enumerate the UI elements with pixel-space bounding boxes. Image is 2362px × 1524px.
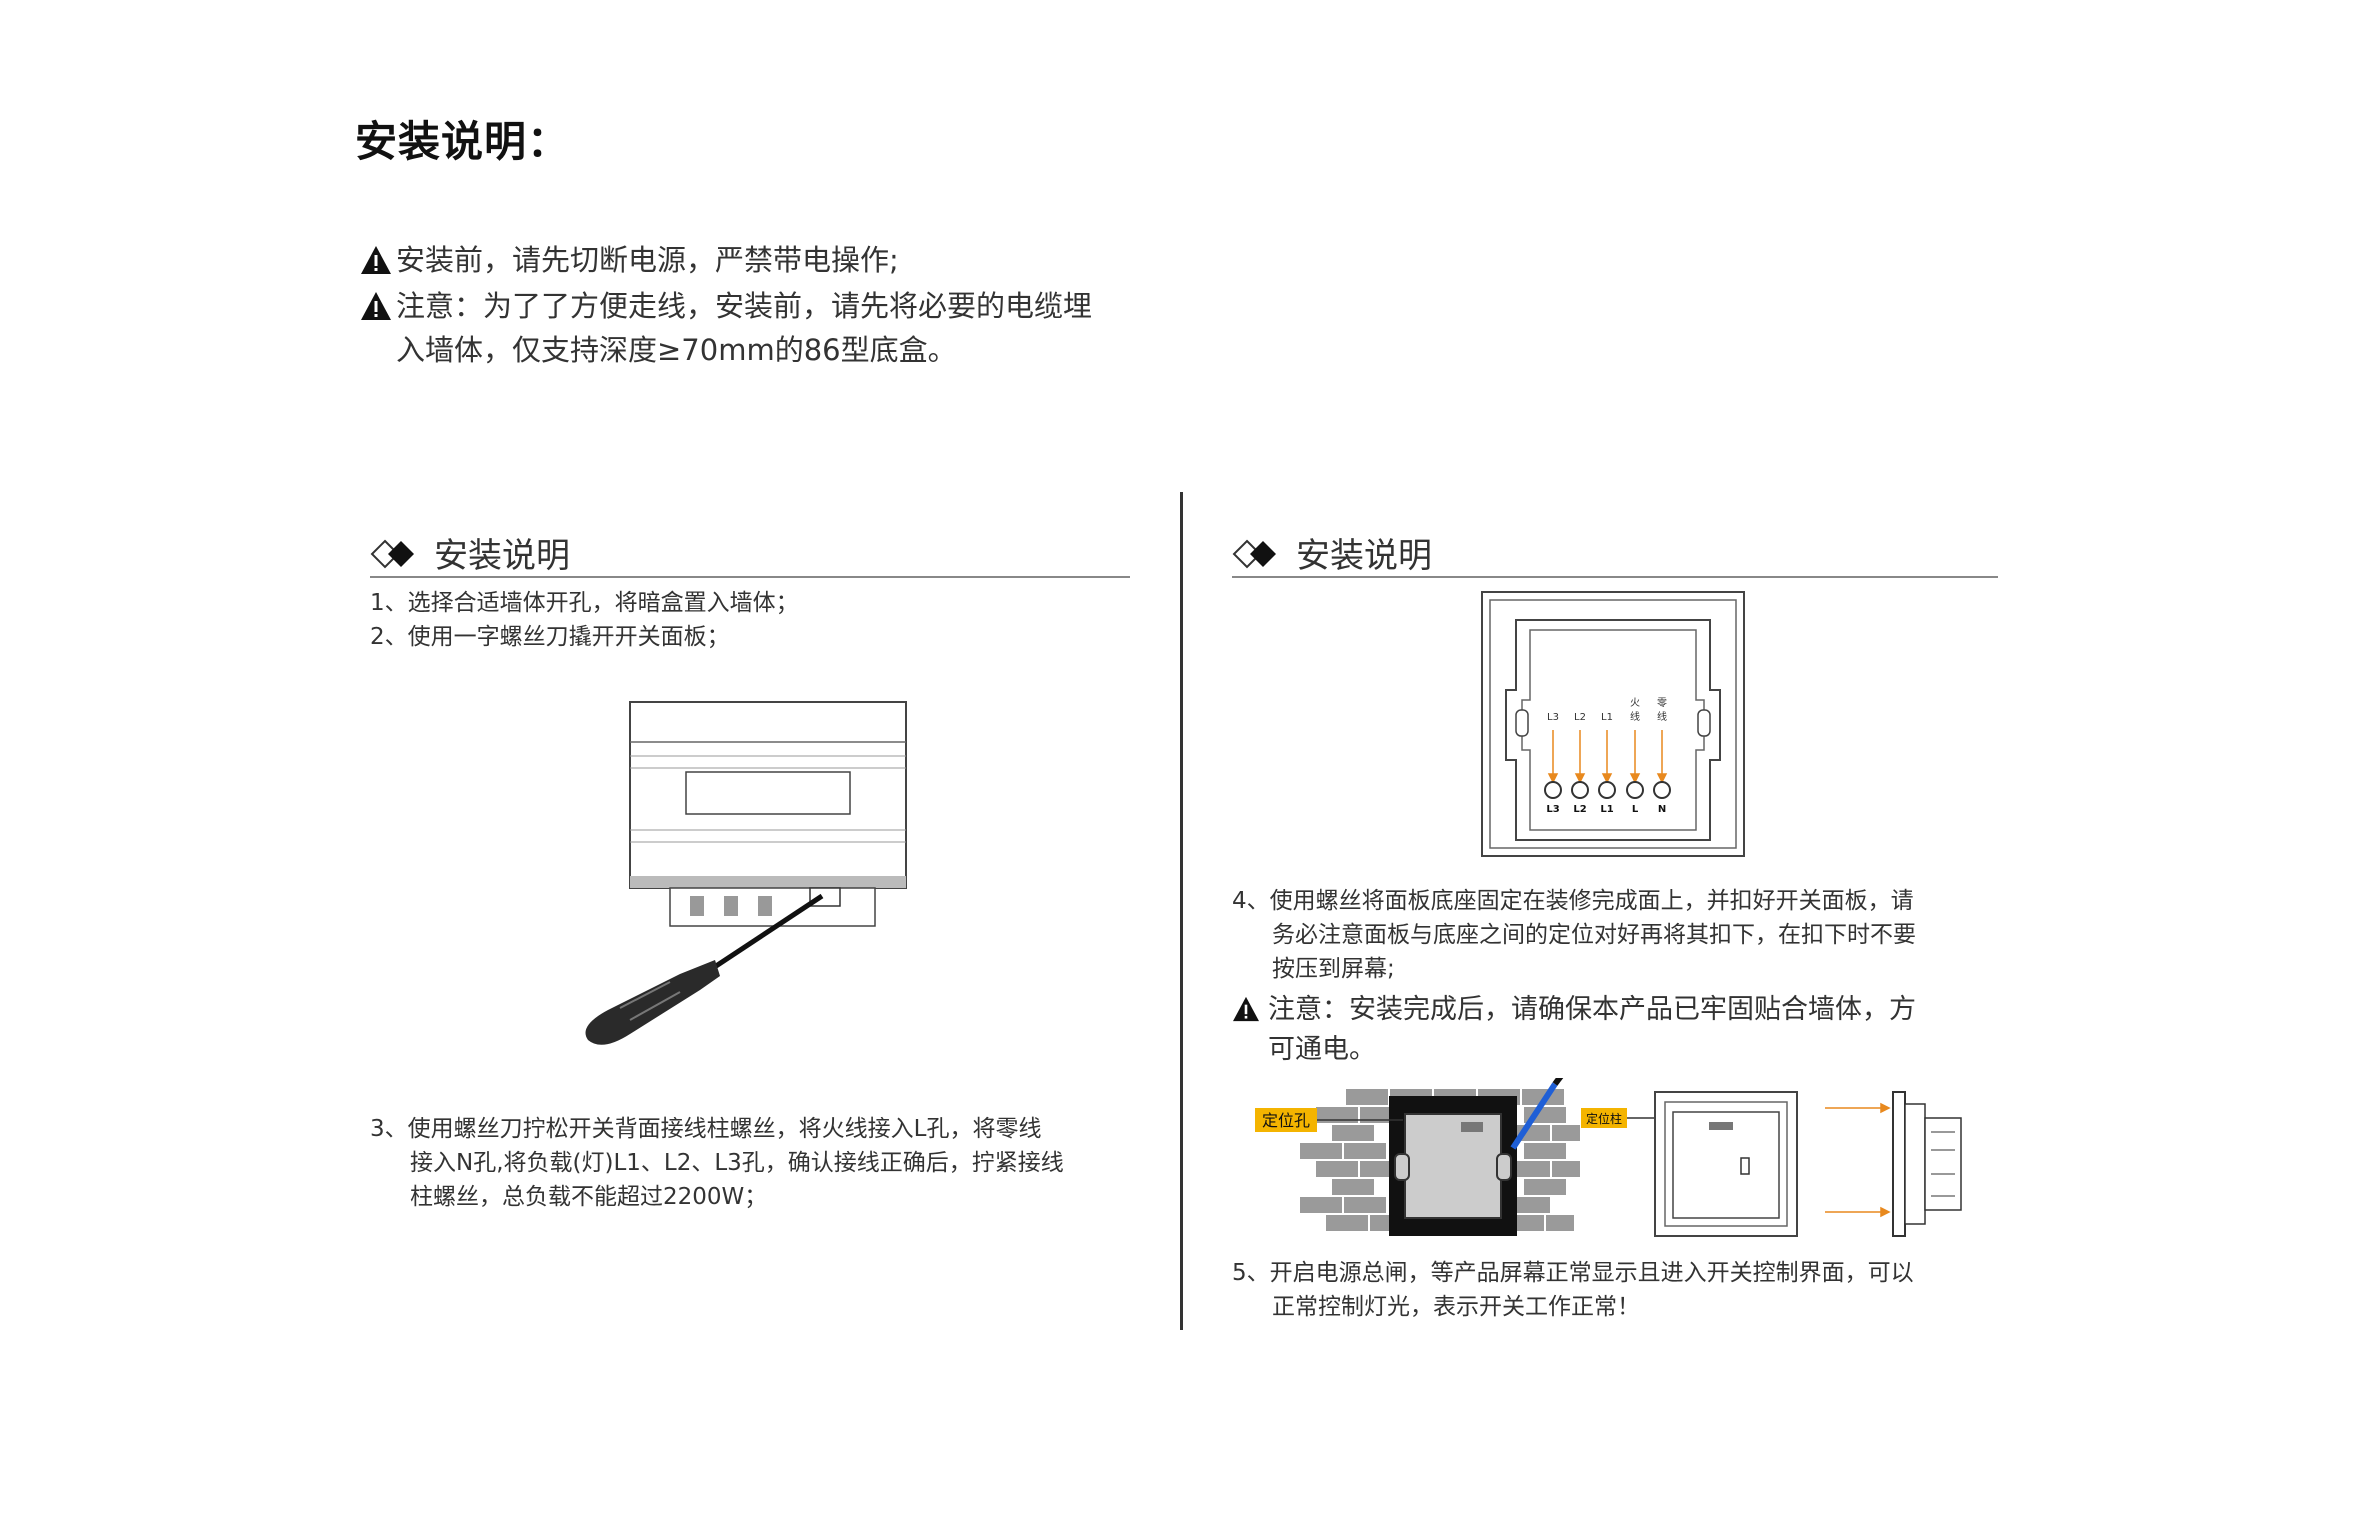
terminal-top-label: 火 xyxy=(1630,697,1640,709)
terminal-top-label: L1 xyxy=(1601,712,1613,723)
diamond-bullet-icon xyxy=(370,538,418,578)
column-divider xyxy=(1180,492,1183,1330)
warning-text: 安装前，请先切断电源，严禁带电操作; xyxy=(396,243,899,277)
install-note: 注意：安装完成后，请确保本产品已牢固贴合墙体，方可通电。 xyxy=(1232,990,1916,1070)
terminal-top-label: L3 xyxy=(1547,712,1559,723)
pry-panel-illustration xyxy=(585,701,907,1045)
terminal-bottom-label: L2 xyxy=(1573,804,1586,815)
terminal-bottom-label: L3 xyxy=(1546,804,1559,815)
terminal-bottom-label: N xyxy=(1658,804,1666,815)
terminal-bottom-label: L xyxy=(1632,804,1639,815)
warning-triangle-icon xyxy=(360,284,396,333)
right-section-heading: 安装说明 xyxy=(1232,528,1432,578)
mounting-illustration: 定位孔 定位柱 xyxy=(1255,1078,1962,1237)
left-section-heading: 安装说明 xyxy=(370,528,570,578)
terminal-top-label: L2 xyxy=(1574,712,1586,723)
left-steps: 1、选择合适墙体开孔，将暗盒置入墙体； 2、使用一字螺丝刀撬开开关面板； xyxy=(370,586,799,654)
warning-1: 安装前，请先切断电源，严禁带电操作; xyxy=(360,238,899,287)
step-5: 5、开启电源总闸，等产品屏幕正常显示且进入开关控制界面，可以 正常控制灯光，表示… xyxy=(1232,1260,1914,1320)
callout-post: 定位柱 xyxy=(1586,1111,1622,1126)
warning-triangle-icon xyxy=(360,238,396,287)
terminal-top-label: 线 xyxy=(1630,710,1640,723)
page-title: 安装说明： xyxy=(355,117,571,166)
warning-2: 注意：为了了方便走线，安装前，请先将必要的电缆埋入墙体，仅支持深度≥70mm的8… xyxy=(360,284,1092,372)
warning-text: 注意：为了了方便走线，安装前，请先将必要的电缆埋入墙体，仅支持深度≥70mm的8… xyxy=(396,289,1093,367)
section-rule xyxy=(1232,576,1998,578)
section-rule xyxy=(370,576,1130,578)
step-1: 1、选择合适墙体开孔，将暗盒置入墙体； xyxy=(370,590,799,616)
warning-triangle-icon xyxy=(1232,990,1268,1034)
terminal-bottom-label: L1 xyxy=(1600,804,1613,815)
step-2: 2、使用一字螺丝刀撬开开关面板； xyxy=(370,624,730,650)
wiring-diagram: L3 L2 L1 火 线 零 线 L3 L2 L1 L N xyxy=(1481,591,1745,857)
step-3: 3、使用螺丝刀拧松开关背面接线柱螺丝，将火线接入L孔，将零线 接入N孔,将负载(… xyxy=(370,1116,1064,1210)
step-4: 4、使用螺丝将面板底座固定在装修完成面上，并扣好开关面板，请 务必注意面板与底座… xyxy=(1232,888,1916,982)
terminal-top-label: 线 xyxy=(1657,710,1667,723)
terminal-top-label: 零 xyxy=(1657,697,1667,709)
callout-hole: 定位孔 xyxy=(1262,1111,1310,1130)
diamond-bullet-icon xyxy=(1232,538,1280,578)
